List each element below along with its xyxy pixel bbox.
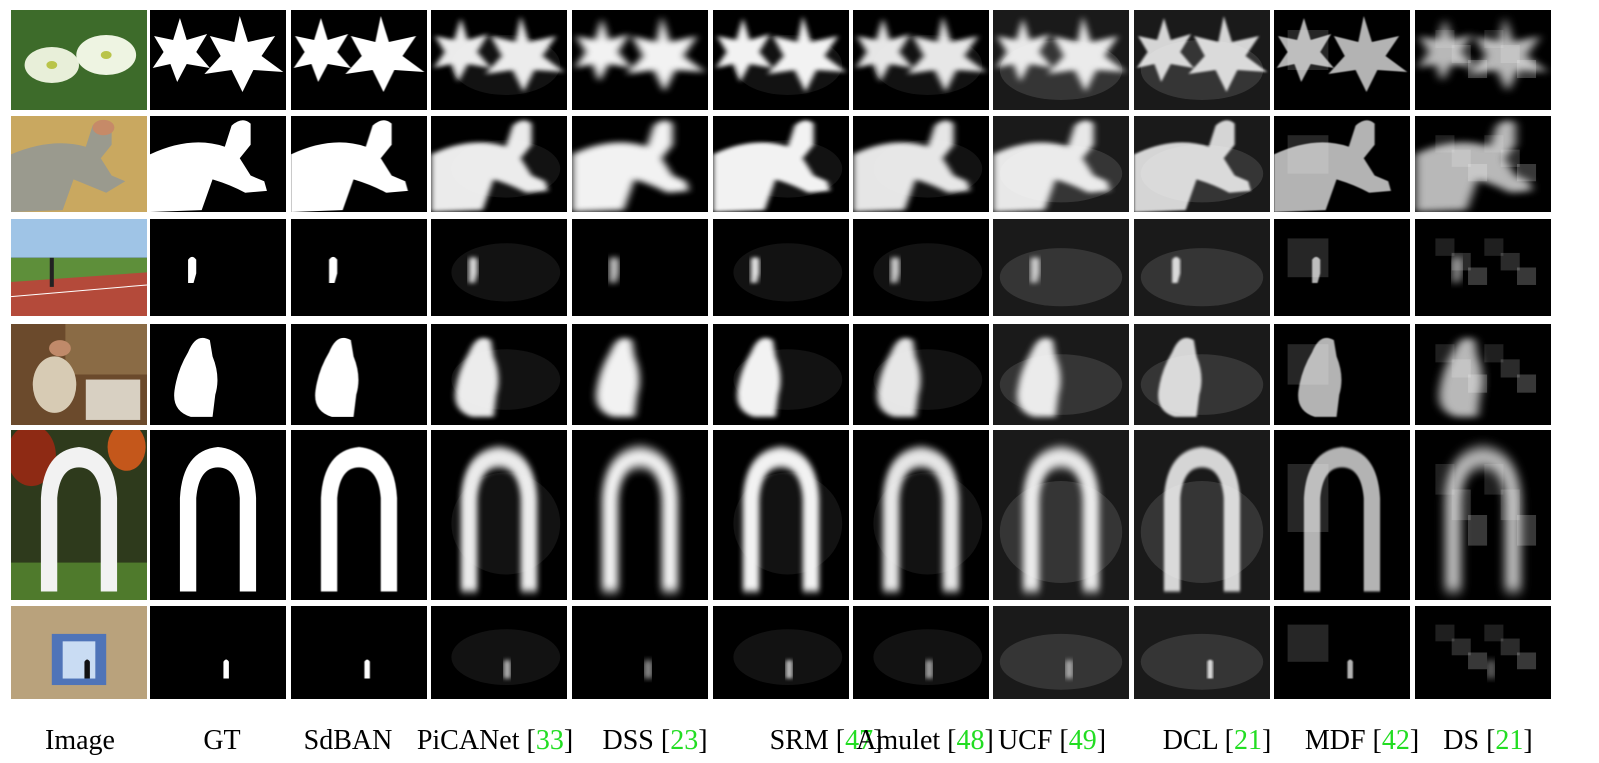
saliency-map-sdban-garden-arch: [291, 430, 427, 600]
caption-ds: DS [21]: [1443, 725, 1533, 756]
saliency-map-picanet-flowers: [431, 10, 567, 110]
saliency-map-picanet-garden-arch: [431, 430, 567, 600]
caption-image-label: Image: [45, 725, 115, 756]
saliency-map-ds-man-wheat: [1415, 116, 1551, 212]
caption-dcl: DCL [21]: [1162, 725, 1272, 756]
saliency-map-dss-garden-arch: [572, 430, 708, 600]
saliency-map-sdban-flowers: [291, 10, 427, 110]
saliency-map-ucf-crouching-man: [993, 324, 1129, 425]
caption-ds-reference: 21: [1495, 725, 1524, 756]
saliency-map-dss-crouching-man: [572, 324, 708, 425]
caption-gt: GT: [203, 724, 240, 758]
saliency-map-ds-corridor: [1415, 606, 1551, 699]
saliency-map-srm-flowers: [713, 10, 849, 110]
saliency-map-amulet-garden-arch: [853, 430, 989, 600]
saliency-map-mdf-cyclist: [1274, 219, 1410, 316]
caption-mdf-label: MDF: [1304, 725, 1366, 756]
saliency-map-mdf-flowers: [1274, 10, 1410, 110]
saliency-map-picanet-crouching-man: [431, 324, 567, 425]
caption-gt-label: GT: [203, 725, 241, 756]
saliency-map-gt-man-wheat: [150, 116, 286, 212]
saliency-map-amulet-flowers: [853, 10, 989, 110]
input-image-image-garden-arch: [11, 430, 147, 600]
caption-amulet-label: Amulet: [856, 725, 941, 756]
saliency-map-dcl-man-wheat: [1134, 116, 1270, 212]
caption-sdban-label: SdBAN: [303, 725, 393, 756]
saliency-map-ds-flowers: [1415, 10, 1551, 110]
caption-sdban: SdBAN: [304, 724, 393, 758]
input-image-image-cyclist: [11, 219, 147, 316]
saliency-map-dcl-flowers: [1134, 10, 1270, 110]
input-image-image-crouching-man: [11, 324, 147, 425]
saliency-map-dcl-garden-arch: [1134, 430, 1270, 600]
saliency-map-gt-garden-arch: [150, 430, 286, 600]
saliency-map-dcl-cyclist: [1134, 219, 1270, 316]
caption-mdf-reference: 42: [1381, 725, 1410, 756]
caption-amulet-reference: 48: [956, 725, 985, 756]
saliency-map-gt-cyclist: [150, 219, 286, 316]
saliency-map-amulet-crouching-man: [853, 324, 989, 425]
caption-srm: SRM [47]: [769, 725, 883, 756]
caption-dcl-label: DCL: [1162, 725, 1218, 756]
saliency-map-mdf-man-wheat: [1274, 116, 1410, 212]
caption-srm-reference: 47: [845, 725, 874, 756]
saliency-map-ucf-man-wheat: [993, 116, 1129, 212]
saliency-map-mdf-corridor: [1274, 606, 1410, 699]
saliency-map-srm-garden-arch: [713, 430, 849, 600]
caption-ucf-label: UCF: [997, 725, 1053, 756]
input-image-image-man-wheat: [11, 116, 147, 212]
caption-dcl-reference: 21: [1233, 725, 1262, 756]
saliency-map-ds-garden-arch: [1415, 430, 1551, 600]
saliency-map-dss-corridor: [572, 606, 708, 699]
saliency-map-amulet-cyclist: [853, 219, 989, 316]
caption-picanet-reference: 33: [535, 725, 564, 756]
saliency-map-ds-cyclist: [1415, 219, 1551, 316]
caption-mdf: MDF [42]: [1304, 725, 1420, 756]
saliency-map-mdf-garden-arch: [1274, 430, 1410, 600]
saliency-map-sdban-cyclist: [291, 219, 427, 316]
saliency-map-dcl-corridor: [1134, 606, 1270, 699]
input-image-image-corridor: [11, 606, 147, 699]
saliency-map-ucf-flowers: [993, 10, 1129, 110]
saliency-map-amulet-corridor: [853, 606, 989, 699]
caption-srm-label: SRM: [769, 725, 829, 756]
caption-dss-reference: 23: [670, 725, 699, 756]
saliency-map-srm-man-wheat: [713, 116, 849, 212]
saliency-map-sdban-corridor: [291, 606, 427, 699]
saliency-map-gt-flowers: [150, 10, 286, 110]
caption-picanet-label: PiCANet: [416, 725, 520, 756]
saliency-map-ds-crouching-man: [1415, 324, 1551, 425]
saliency-map-sdban-man-wheat: [291, 116, 427, 212]
caption-picanet: PiCANet [33]: [416, 725, 574, 756]
caption-dss: DSS [23]: [602, 725, 708, 756]
saliency-map-dss-flowers: [572, 10, 708, 110]
saliency-map-dss-cyclist: [572, 219, 708, 316]
saliency-map-dcl-crouching-man: [1134, 324, 1270, 425]
saliency-map-picanet-man-wheat: [431, 116, 567, 212]
saliency-map-srm-corridor: [713, 606, 849, 699]
saliency-map-ucf-cyclist: [993, 219, 1129, 316]
saliency-map-picanet-cyclist: [431, 219, 567, 316]
saliency-map-amulet-man-wheat: [853, 116, 989, 212]
saliency-map-srm-cyclist: [713, 219, 849, 316]
saliency-map-ucf-garden-arch: [993, 430, 1129, 600]
caption-ucf: UCF [49]: [997, 725, 1107, 756]
caption-amulet: Amulet [48]: [856, 725, 994, 756]
caption-image: Image: [45, 724, 115, 758]
saliency-map-mdf-crouching-man: [1274, 324, 1410, 425]
input-image-image-flowers: [11, 10, 147, 110]
saliency-map-srm-crouching-man: [713, 324, 849, 425]
caption-dss-label: DSS: [602, 725, 654, 756]
saliency-map-gt-corridor: [150, 606, 286, 699]
caption-ucf-reference: 49: [1068, 725, 1097, 756]
saliency-map-ucf-corridor: [993, 606, 1129, 699]
saliency-map-gt-crouching-man: [150, 324, 286, 425]
saliency-map-sdban-crouching-man: [291, 324, 427, 425]
caption-ds-label: DS: [1443, 725, 1480, 756]
saliency-map-dss-man-wheat: [572, 116, 708, 212]
saliency-map-picanet-corridor: [431, 606, 567, 699]
